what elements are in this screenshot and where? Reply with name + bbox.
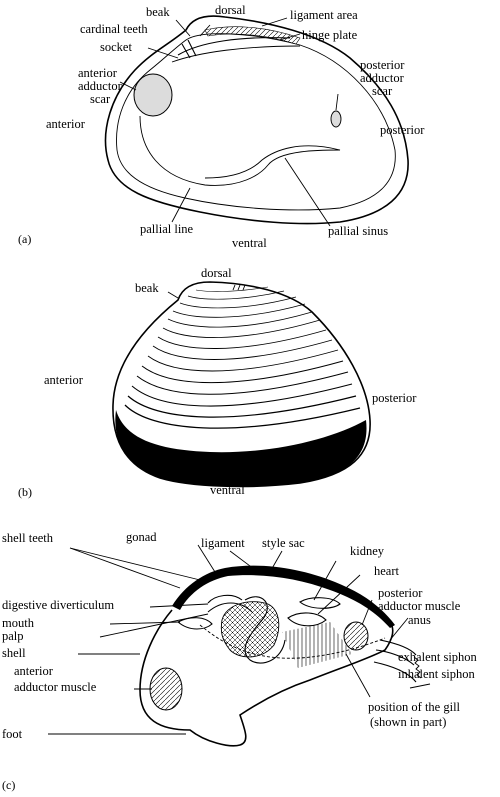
panel-tag-b: (b) [18, 485, 32, 499]
label-dorsal-b: dorsal [201, 266, 232, 280]
label-gill-1: position of the gill [368, 700, 461, 714]
label-ventral-b: ventral [210, 483, 245, 497]
label-anterior-adductor-muscle-1: anterior [14, 664, 54, 678]
panel-tag-a: (a) [18, 232, 31, 246]
gonad [220, 601, 280, 658]
panel-tag-c: (c) [2, 778, 15, 792]
panel-a: beak dorsal ligament area cardinal teeth… [18, 3, 425, 250]
label-kidney: kidney [350, 544, 385, 558]
ligament-area [204, 26, 301, 45]
anterior-adductor-muscle [149, 667, 183, 711]
posterior-adductor-muscle [343, 621, 369, 651]
inner-margin-a [116, 33, 396, 211]
shell-dark-band [115, 410, 367, 487]
label-digestive-diverticulum: digestive diverticulum [2, 598, 114, 612]
label-style-sac: style sac [262, 536, 305, 550]
shell-outline-b [112, 281, 371, 488]
heart [287, 612, 327, 627]
label-anus: anus [408, 613, 431, 627]
exhalent-siphon [375, 639, 417, 666]
label-ligament-area: ligament area [290, 8, 358, 22]
panel-c: shell teeth gonad ligament style sac kid… [2, 530, 478, 792]
label-pallial-line: pallial line [140, 222, 194, 236]
label-anterior-a: anterior [46, 117, 86, 131]
anterior-adductor-scar [133, 73, 173, 117]
label-heart: heart [374, 564, 400, 578]
gill [282, 622, 352, 668]
label-gill-2: (shown in part) [370, 715, 446, 729]
label-foot: foot [2, 727, 23, 741]
panel-b: dorsal beak anterior posterior ventral (… [18, 266, 417, 499]
label-posterior-adductor-muscle-1: posterior [378, 586, 423, 600]
growth-lines [124, 286, 361, 429]
label-anterior-adductor-muscle-2: adductor muscle [14, 680, 97, 694]
label-posterior-adductor-scar-3: scar [372, 84, 393, 98]
label-anterior-adductor-scar-2: adductor [78, 79, 123, 93]
label-anterior-b: anterior [44, 373, 84, 387]
label-anterior-adductor-scar-1: anterior [78, 66, 118, 80]
label-dorsal-a: dorsal [215, 3, 246, 17]
label-hinge-plate: hinge plate [302, 28, 358, 42]
body-outline-c [139, 609, 394, 747]
label-posterior-adductor-muscle-2: adductor muscle [378, 599, 461, 613]
label-shell-teeth: shell teeth [2, 531, 54, 545]
label-inhalent-siphon: inhalent siphon [398, 667, 475, 681]
label-posterior-a: posterior [380, 123, 425, 137]
pallial-line [139, 115, 341, 186]
label-anterior-adductor-scar-3: scar [90, 92, 111, 106]
inhalent-siphon [373, 661, 417, 683]
posterior-adductor-scar [330, 110, 342, 128]
label-beak-a: beak [146, 5, 170, 19]
label-shell: shell [2, 646, 26, 660]
label-gonad: gonad [126, 530, 157, 544]
shell-outline-a [104, 15, 409, 225]
label-ligament: ligament [201, 536, 245, 550]
kidney [299, 597, 341, 609]
label-posterior-adductor-scar-1: posterior [360, 58, 405, 72]
label-mouth: mouth [2, 616, 35, 630]
label-cardinal-teeth: cardinal teeth [80, 22, 148, 36]
label-socket: socket [100, 40, 132, 54]
label-beak-b: beak [135, 281, 159, 295]
label-ventral-a: ventral [232, 236, 267, 250]
shell-hinge-c [172, 565, 395, 628]
label-posterior-b: posterior [372, 391, 417, 405]
label-pallial-sinus: pallial sinus [328, 224, 388, 238]
style-sac [244, 596, 286, 664]
label-exhalent-siphon: exhalent siphon [398, 650, 478, 664]
label-palp: palp [2, 629, 24, 643]
label-posterior-adductor-scar-2: adductor [360, 71, 405, 85]
